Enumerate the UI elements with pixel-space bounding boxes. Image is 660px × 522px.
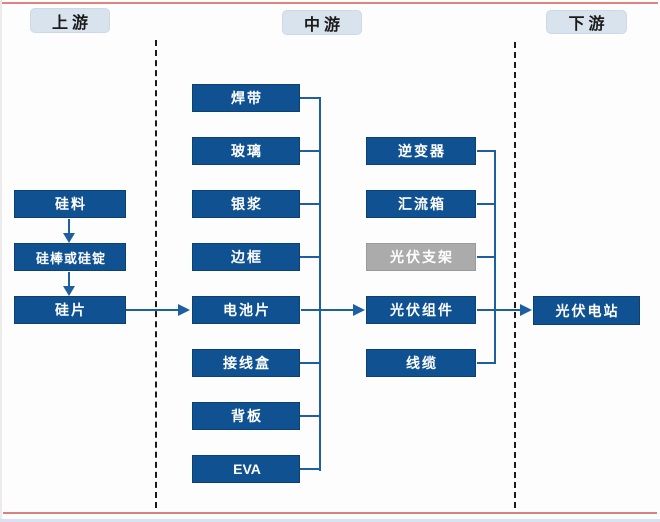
node-solar-cell: 电池片: [192, 296, 300, 324]
top-accent-line: [2, 2, 658, 4]
connector-stub-backsheet: [300, 415, 320, 417]
connector-stub-eva: [300, 468, 320, 470]
node-frame: 边框: [192, 243, 300, 271]
header-upstream: 上游: [30, 8, 110, 33]
connector-stub-junction-box: [300, 362, 320, 364]
node-silicon-rod-or-ingot: 硅棒或硅锭: [14, 243, 126, 271]
arrow-line-module-to-station: [477, 309, 521, 311]
arrow-line-wafer-to-cell: [126, 309, 178, 311]
connector-stub-pv-mounting: [477, 256, 495, 258]
left-edge-shade: [0, 0, 2, 522]
bottom-accent-line: [3, 512, 657, 514]
node-pv-power-station: 光伏电站: [533, 296, 640, 325]
connector-stub-silver-paste: [300, 203, 320, 205]
divider-upstream-midstream: [155, 40, 157, 508]
connector-bus-parts: [494, 150, 496, 364]
connector-stub-glass: [300, 150, 320, 152]
node-combiner-box: 汇流箱: [366, 190, 476, 218]
arrow-head-cell-to-module: [353, 304, 365, 316]
arrow-head-module-to-station: [520, 304, 532, 316]
node-inverter: 逆变器: [366, 137, 476, 165]
connector-stub-cable: [477, 362, 495, 364]
header-downstream: 下游: [546, 10, 627, 34]
connector-stub-frame: [300, 256, 320, 258]
node-solder-ribbon: 焊带: [192, 84, 300, 112]
connector-stub-solder-ribbon: [300, 97, 320, 99]
bottom-edge-strip: [0, 519, 660, 522]
arrow-line-material-to-rod: [68, 219, 70, 234]
arrow-line-rod-to-wafer: [68, 272, 70, 287]
node-glass: 玻璃: [192, 137, 300, 165]
arrow-head-wafer-to-cell: [178, 304, 190, 316]
node-backsheet: 背板: [192, 402, 300, 430]
arrow-line-cell-to-module: [301, 309, 353, 311]
node-silicon-material: 硅料: [14, 190, 126, 218]
connector-stub-inverter: [477, 150, 495, 152]
header-midstream: 中游: [282, 10, 362, 35]
node-eva: EVA: [192, 455, 300, 483]
node-junction-box: 接线盒: [192, 349, 300, 377]
node-cable: 线缆: [366, 349, 476, 377]
connector-bus-materials: [319, 97, 321, 471]
node-pv-module: 光伏组件: [366, 296, 476, 324]
arrow-head-material-to-rod: [63, 233, 75, 243]
node-silicon-wafer: 硅片: [14, 296, 126, 324]
arrow-head-rod-to-wafer: [63, 286, 75, 296]
node-pv-mounting: 光伏支架: [366, 243, 476, 271]
divider-midstream-downstream: [514, 42, 516, 508]
connector-stub-combiner-box: [477, 203, 495, 205]
node-silver-paste: 银浆: [192, 190, 300, 218]
